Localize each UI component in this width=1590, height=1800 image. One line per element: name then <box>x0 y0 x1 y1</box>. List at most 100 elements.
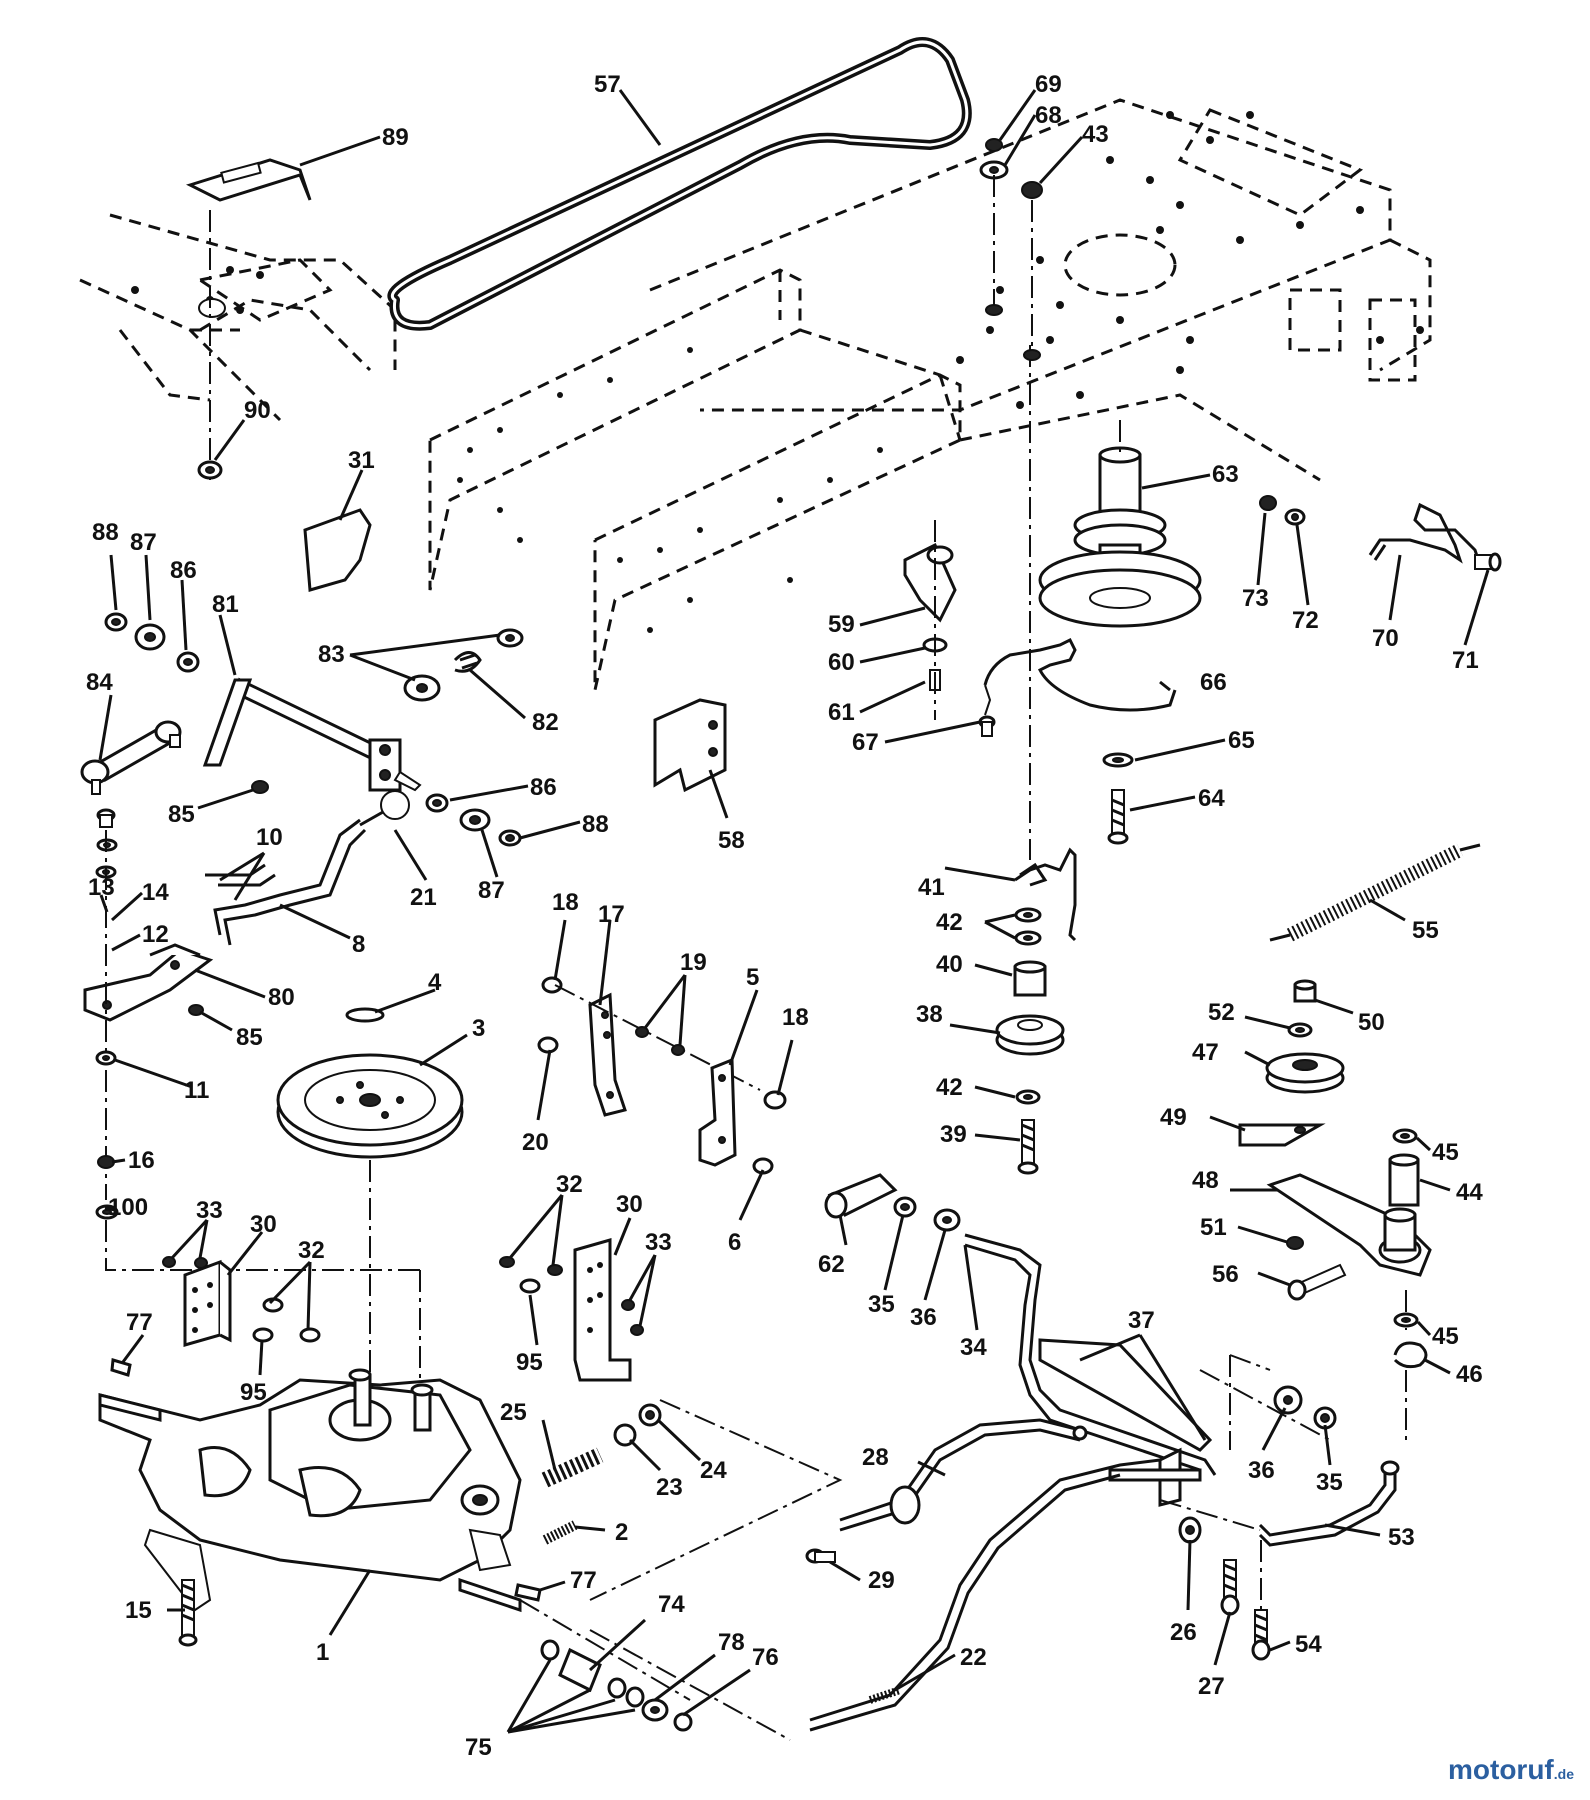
watermark-suffix: .de <box>1553 1766 1574 1782</box>
callout-59: 59 <box>828 611 855 638</box>
callout-36a: 36 <box>910 1304 937 1331</box>
bracket-17 <box>537 976 761 1117</box>
callout-89: 89 <box>382 124 409 151</box>
callout-62: 62 <box>818 1251 845 1278</box>
callout-43: 43 <box>1082 121 1109 148</box>
bolt-64 <box>1107 789 1129 845</box>
washer-45a <box>1392 1128 1418 1144</box>
callout-71: 71 <box>1452 647 1479 674</box>
callout-32b: 32 <box>556 1171 583 1198</box>
pin-77a <box>110 1358 132 1377</box>
callout-5: 5 <box>746 964 759 991</box>
callout-16: 16 <box>128 1147 155 1174</box>
callout-28: 28 <box>862 1444 889 1471</box>
callout-38: 38 <box>916 1001 943 1028</box>
callout-85b: 85 <box>236 1024 263 1051</box>
callout-44: 44 <box>1456 1179 1483 1206</box>
callout-74: 74 <box>658 1591 685 1618</box>
bolt-56 <box>1287 1263 1347 1301</box>
callout-17: 17 <box>598 901 625 928</box>
callout-29: 29 <box>868 1567 895 1594</box>
rod-22 <box>589 1458 1161 1741</box>
callout-33b: 33 <box>645 1229 672 1256</box>
leader-lines <box>98 89 1490 1734</box>
callout-40: 40 <box>936 951 963 978</box>
callout-82: 82 <box>532 709 559 736</box>
callout-8: 8 <box>352 931 365 958</box>
callout-49: 49 <box>1160 1104 1187 1131</box>
bracket-49 <box>1238 1123 1326 1147</box>
hardware-83-82 <box>403 628 524 702</box>
callout-67: 67 <box>852 729 879 756</box>
callout-81: 81 <box>212 591 239 618</box>
bracket-59 <box>903 520 957 720</box>
shaft-81 <box>202 677 422 792</box>
pin-77b <box>514 1583 542 1602</box>
spacer-40 <box>1013 960 1047 997</box>
nut-90 <box>197 460 223 480</box>
callout-87b: 87 <box>478 877 505 904</box>
callout-36b: 36 <box>1248 1457 1275 1484</box>
callout-54: 54 <box>1295 1631 1322 1658</box>
shift-lever <box>205 790 410 946</box>
callout-100: 100 <box>108 1194 148 1221</box>
callout-76: 76 <box>752 1644 779 1671</box>
callout-86a: 86 <box>170 557 197 584</box>
callout-88a: 88 <box>92 519 119 546</box>
bracket-80 <box>83 808 214 1200</box>
callout-14: 14 <box>142 879 169 906</box>
hardware-88-87-86 <box>104 612 200 673</box>
washer-52 <box>1287 1022 1313 1038</box>
callout-31: 31 <box>348 447 375 474</box>
bolt-54 <box>1251 1540 1271 1661</box>
callout-64: 64 <box>1198 785 1225 812</box>
callout-22: 22 <box>960 1644 987 1671</box>
callout-65: 65 <box>1228 727 1255 754</box>
rod-53 <box>1159 1460 1400 1547</box>
callout-23: 23 <box>656 1474 683 1501</box>
callout-78: 78 <box>718 1629 745 1656</box>
callout-80: 80 <box>268 984 295 1011</box>
spring-2 <box>542 1520 578 1545</box>
callout-13: 13 <box>88 874 115 901</box>
motoruf-watermark: motoruf.de <box>1448 1754 1574 1786</box>
callout-88b: 88 <box>582 811 609 838</box>
callout-1: 1 <box>316 1639 329 1666</box>
callout-47: 47 <box>1192 1039 1219 1066</box>
callout-35a: 35 <box>868 1291 895 1318</box>
callout-25: 25 <box>500 1399 527 1426</box>
spring-25 <box>541 1447 604 1488</box>
hardware-73-72 <box>1259 495 1306 526</box>
callout-95b: 95 <box>516 1349 543 1376</box>
shaft-34 <box>964 1233 1217 1476</box>
callout-70: 70 <box>1372 625 1399 652</box>
callout-73: 73 <box>1242 585 1269 612</box>
idler-arm-48 <box>1266 1173 1432 1277</box>
ring-46 <box>1393 1290 1428 1440</box>
callout-27: 27 <box>1198 1673 1225 1700</box>
rod-66 <box>983 637 1177 716</box>
pulley-38 <box>995 1014 1065 1056</box>
callout-46: 46 <box>1456 1361 1483 1388</box>
callout-87a: 87 <box>130 529 157 556</box>
callout-60: 60 <box>828 649 855 676</box>
bracket-30a <box>162 1256 321 1347</box>
callout-68: 68 <box>1035 102 1062 129</box>
watermark-text: motoruf <box>1448 1754 1554 1785</box>
callout-75: 75 <box>465 1734 492 1761</box>
callout-15: 15 <box>125 1597 152 1624</box>
callout-30b: 30 <box>616 1191 643 1218</box>
callout-53: 53 <box>1388 1524 1415 1551</box>
callout-30a: 30 <box>250 1211 277 1238</box>
callout-18b: 18 <box>782 1004 809 1031</box>
callout-50: 50 <box>1358 1009 1385 1036</box>
callout-85a: 85 <box>168 801 195 828</box>
callout-labels: 57 89 69 68 43 90 31 63 88 87 86 81 84 8… <box>86 71 1483 1761</box>
callout-56: 56 <box>1212 1261 1239 1288</box>
pulley-63 <box>1029 345 1202 860</box>
callout-21: 21 <box>410 884 437 911</box>
callout-42a: 42 <box>936 909 963 936</box>
callout-77b: 77 <box>570 1567 597 1594</box>
bracket-41 <box>1014 847 1077 942</box>
